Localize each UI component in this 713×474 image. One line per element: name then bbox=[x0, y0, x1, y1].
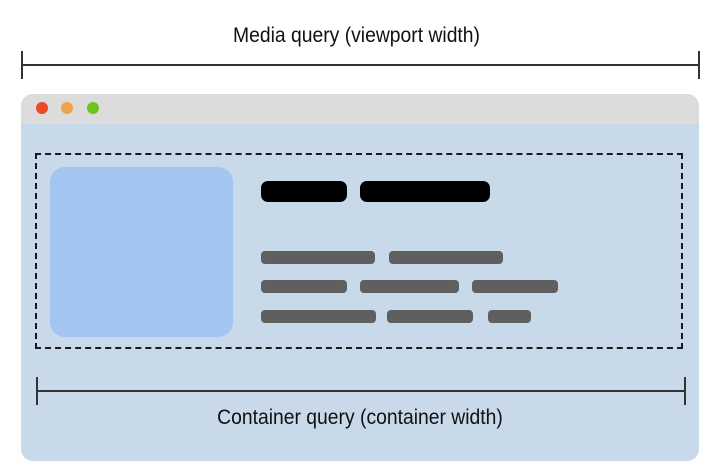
text-line-3-word-1 bbox=[261, 310, 376, 323]
query-container bbox=[35, 153, 683, 349]
text-line-1-word-1 bbox=[261, 251, 375, 264]
text-line-1-word-2 bbox=[389, 251, 503, 264]
text-line-2-word-1 bbox=[261, 280, 347, 293]
container-query-bracket-line bbox=[36, 390, 685, 392]
browser-window: Container query (container width) bbox=[21, 94, 699, 461]
title-placeholder-word-2 bbox=[360, 181, 490, 202]
container-query-label: Container query (container width) bbox=[217, 406, 503, 429]
media-query-bracket-line bbox=[21, 64, 699, 66]
text-line-2-word-2 bbox=[360, 280, 459, 293]
title-placeholder-word-1 bbox=[261, 181, 347, 202]
media-query-label: Media query (viewport width) bbox=[233, 24, 480, 47]
media-query-bracket-right-tick bbox=[698, 51, 700, 79]
container-query-bracket-right-tick bbox=[684, 377, 686, 405]
image-placeholder bbox=[50, 167, 233, 337]
text-line-3-word-2 bbox=[387, 310, 473, 323]
window-titlebar bbox=[21, 94, 699, 124]
text-line-3-word-3 bbox=[488, 310, 531, 323]
maximize-dot-icon bbox=[87, 102, 99, 114]
minimize-dot-icon bbox=[61, 102, 73, 114]
text-line-2-word-3 bbox=[472, 280, 558, 293]
close-dot-icon bbox=[36, 102, 48, 114]
